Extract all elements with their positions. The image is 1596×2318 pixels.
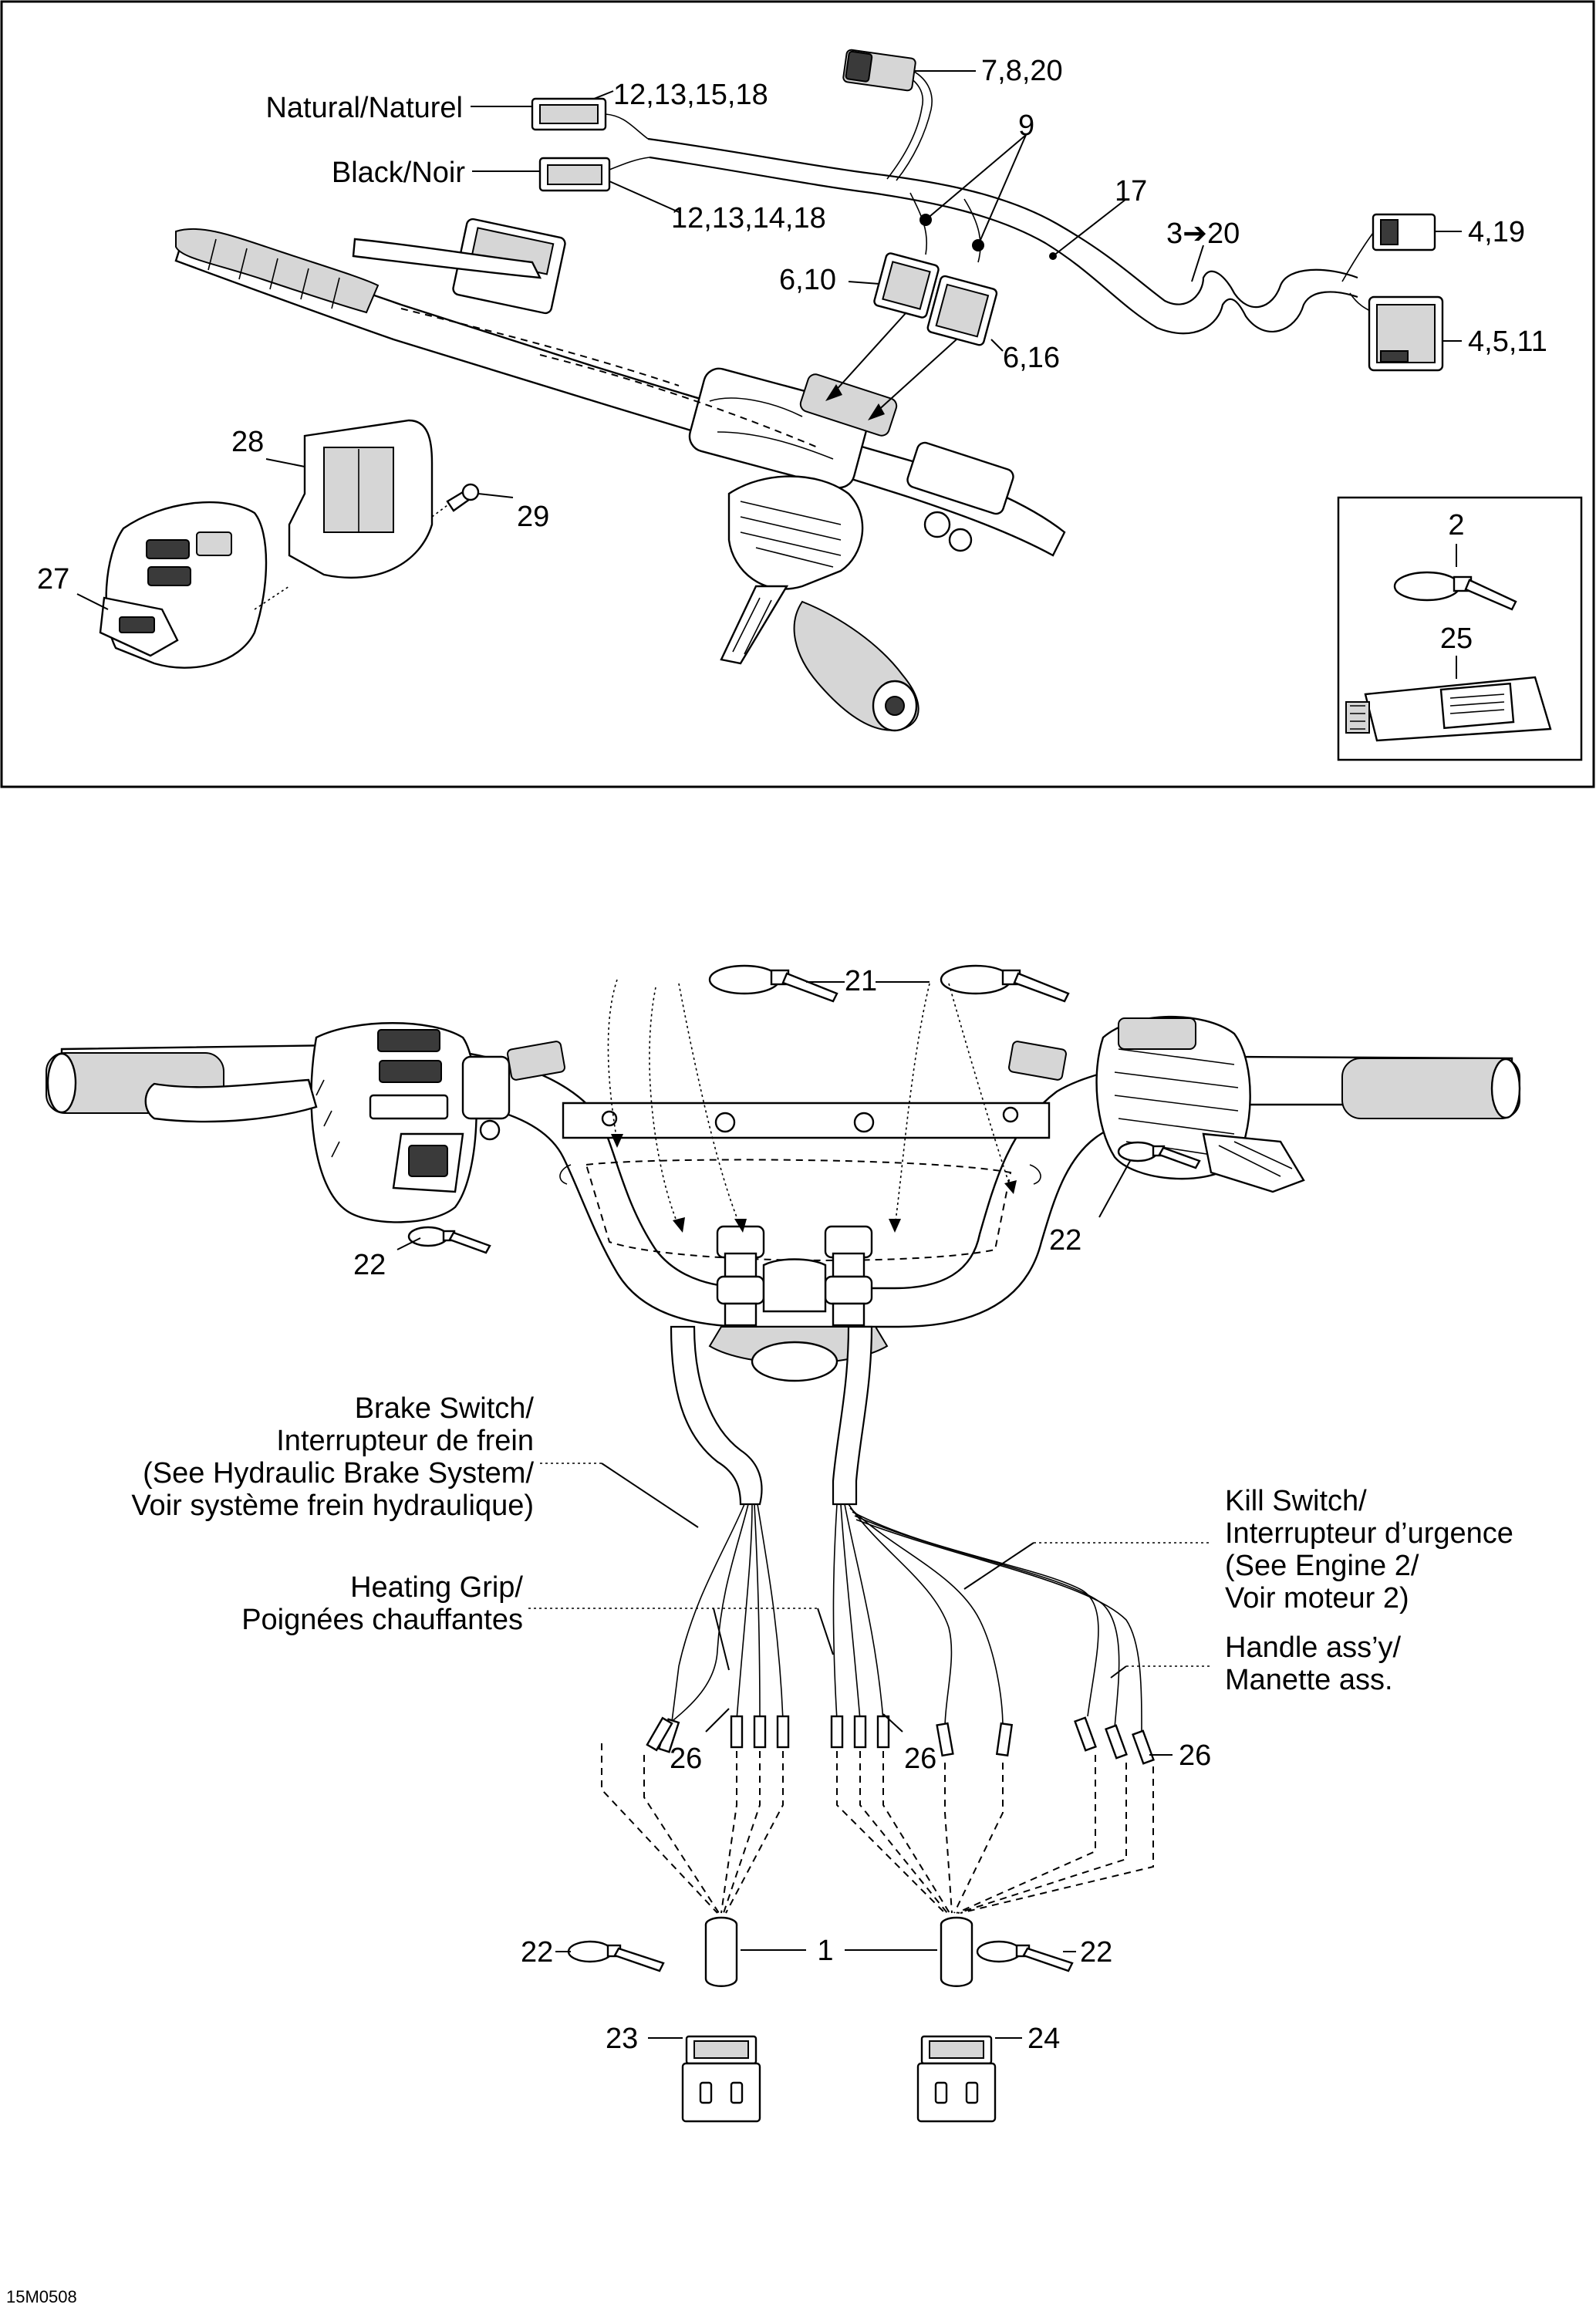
callout-4-5-11: 4,5,11 [1468, 326, 1547, 358]
callout-22-left: 22 [353, 1249, 386, 1281]
wiring-harness [647, 69, 1382, 335]
callout-natural: Natural/Naturel [265, 92, 463, 124]
callout-22-right: 22 [1049, 1224, 1081, 1257]
handle-assy-label: Handle ass’y/ Manette ass. [1225, 1631, 1402, 1696]
connector-7-8-20 [842, 49, 916, 92]
housing-23 [681, 2035, 761, 2123]
cable-tie-icon [1393, 571, 1517, 611]
svg-text:Interrupteur de frein: Interrupteur de frein [276, 1425, 534, 1457]
callout-9: 9 [1018, 110, 1034, 142]
svg-text:Handle ass’y/: Handle ass’y/ [1225, 1631, 1402, 1664]
callout-black: Black/Noir [332, 157, 465, 189]
callout-23: 23 [606, 2023, 638, 2055]
connector-6-16 [926, 275, 998, 346]
callout-1: 1 [817, 1935, 833, 1967]
callout-12-13-14-18: 12,13,14,18 [671, 202, 826, 234]
callout-26-a: 26 [670, 1743, 702, 1775]
callout-6-16: 6,16 [1003, 342, 1060, 374]
connector-1-right [940, 1916, 973, 1987]
callout-2: 2 [1448, 509, 1464, 542]
svg-text:Interrupteur d’urgence: Interrupteur d’urgence [1225, 1517, 1513, 1550]
callout-6-10: 6,10 [779, 264, 836, 296]
callout-26-c: 26 [1179, 1739, 1211, 1772]
cable-tie-22-right [1117, 1141, 1201, 1169]
top-leader-lines [76, 70, 1462, 610]
bottom-leader-lines [396, 981, 1211, 2039]
tie-routing-arrows [607, 979, 1017, 1233]
grease-tube-icon [1345, 676, 1552, 742]
cable-tie-22-conn-left [567, 1940, 665, 1972]
callout-22-conn-left: 22 [521, 1936, 553, 1969]
cable-tie-22-left [407, 1226, 491, 1254]
kill-switch-label: Kill Switch/ Interrupteur d’urgence (See… [1225, 1485, 1513, 1615]
terminals [646, 1715, 1155, 1765]
svg-text:(See Engine 2/: (See Engine 2/ [1225, 1550, 1419, 1582]
cable-tie-21-right [940, 964, 1070, 1003]
svg-text:Heating Grip/: Heating Grip/ [350, 1571, 523, 1604]
callout-7-8-20: 7,8,20 [981, 55, 1063, 87]
svg-text:Voir moteur 2): Voir moteur 2) [1225, 1582, 1409, 1615]
callout-24: 24 [1027, 2023, 1060, 2055]
callout-25: 25 [1440, 623, 1473, 655]
svg-text:Poignées chauffantes: Poignées chauffantes [241, 1604, 523, 1636]
callout-26-b: 26 [904, 1743, 936, 1775]
top-panel-frame [0, 0, 1595, 788]
connector-4-5-11 [1368, 295, 1444, 372]
connector-black [538, 157, 650, 192]
top-labels: 7,8,20 Natural/Naturel 12,13,15,18 9 Bla… [37, 55, 1547, 596]
inset-box: 2 25 [1337, 496, 1583, 761]
connector-1-left [704, 1916, 738, 1987]
callout-12-13-15-18: 12,13,15,18 [613, 79, 768, 111]
cable-tie-21-left [708, 964, 838, 1003]
connector-natural [531, 97, 649, 140]
callout-28: 28 [231, 426, 264, 458]
dashed-routing [601, 1743, 1154, 1914]
callout-3-20: 3➔20 [1166, 218, 1240, 250]
cable-tie-22-conn-right [976, 1940, 1074, 1972]
brake-switch-label: Brake Switch/ Interrupteur de frein (See… [131, 1392, 534, 1522]
callout-17: 17 [1115, 175, 1147, 208]
svg-text:(See Hydraulic Brake System/: (See Hydraulic Brake System/ [143, 1457, 534, 1490]
connector-6-10 [873, 252, 940, 319]
switch-housing-exploded [99, 419, 480, 669]
callout-27: 27 [37, 563, 69, 596]
svg-text:Voir système frein hydraulique: Voir système frein hydraulique) [131, 1490, 534, 1522]
callout-4-19: 4,19 [1468, 216, 1525, 248]
heating-grip-label: Heating Grip/ Poignées chauffantes [241, 1571, 523, 1636]
svg-text:Manette ass.: Manette ass. [1225, 1664, 1393, 1696]
callout-21: 21 [845, 965, 877, 997]
diagram-id: 15M0508 [6, 2287, 77, 2306]
wire-bundles [663, 1325, 1142, 1733]
handlebar-assembly-bottom [46, 1015, 1521, 1382]
svg-text:Kill Switch/: Kill Switch/ [1225, 1485, 1367, 1517]
handlebar-assembly-top [174, 218, 1066, 732]
connector-4-19 [1372, 213, 1436, 251]
bottom-labels: 21 22 22 Brake Switch/ Interrupteur de f… [131, 965, 1513, 2055]
callout-22-conn-right: 22 [1080, 1936, 1112, 1969]
callout-29: 29 [517, 501, 549, 533]
housing-24 [916, 2035, 997, 2123]
svg-text:Brake Switch/: Brake Switch/ [355, 1392, 535, 1425]
